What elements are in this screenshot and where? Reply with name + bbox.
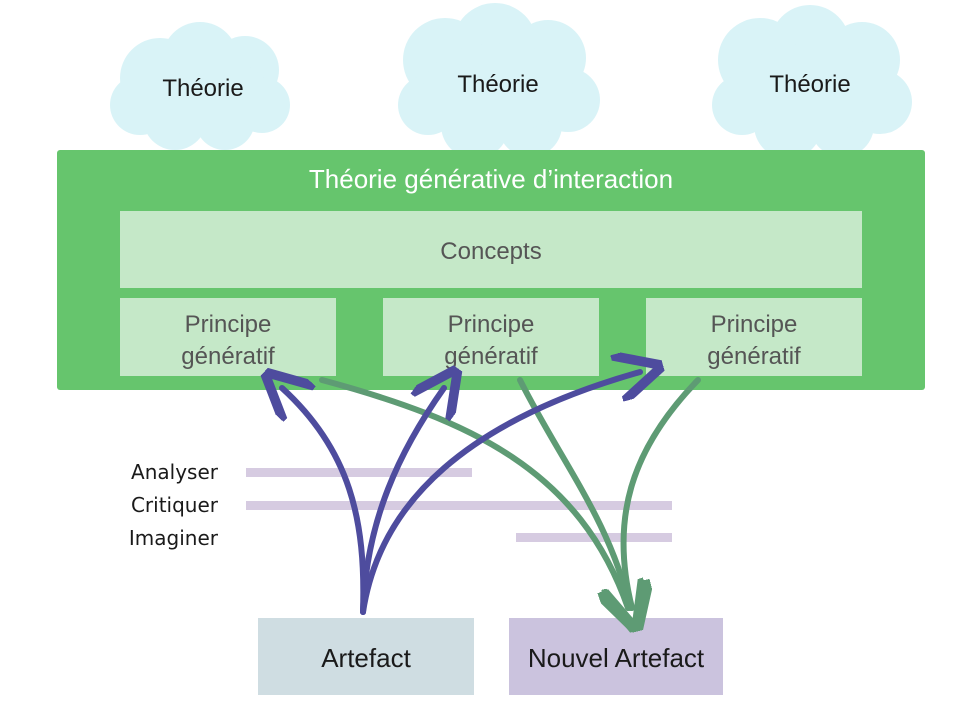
arrow-artefact-to-principle2 [360,388,444,615]
activity-analyser-bar [246,468,472,477]
generative-theory-title: Théorie générative d’interaction [309,164,673,194]
theory-cloud-1: Théorie [110,22,290,150]
arrow-artefact-to-principle1 [282,388,367,615]
arrow-principle1-to-new-artefact [319,377,628,608]
principle-1-line2: génératif [181,343,275,370]
principle-2-line1: Principe [448,311,535,338]
theory-cloud-2: Théorie [398,3,600,159]
activity-analyser-label: Analyser [131,460,219,484]
activity-imaginer-label: Imaginer [129,526,219,550]
theory-cloud-1-label: Théorie [162,75,243,102]
arrow-artefact-to-principle3 [360,372,640,615]
artefact-box [258,618,474,695]
principle-box-1: Principe génératif [120,298,336,376]
theory-cloud-2-label: Théorie [457,71,538,98]
principle-box-3: Principe génératif [646,298,862,376]
theory-cloud-3: Théorie [712,5,912,159]
principle-box-2: Principe génératif [383,298,599,376]
principle-3-line1: Principe [711,311,798,338]
principle-3-line2: génératif [707,343,801,370]
principle-2-line2: génératif [444,343,538,370]
arrow-principle3-to-new-artefact [623,377,701,608]
concepts-box [120,211,862,288]
activity-critiquer-bar [246,501,672,510]
activity-critiquer-label: Critiquer [131,493,219,517]
new-artefact-label: Nouvel Artefact [528,643,705,673]
concepts-label: Concepts [440,238,541,265]
principle-1-line1: Principe [185,311,272,338]
theory-cloud-3-label: Théorie [769,71,850,98]
artefact-label: Artefact [321,643,411,673]
